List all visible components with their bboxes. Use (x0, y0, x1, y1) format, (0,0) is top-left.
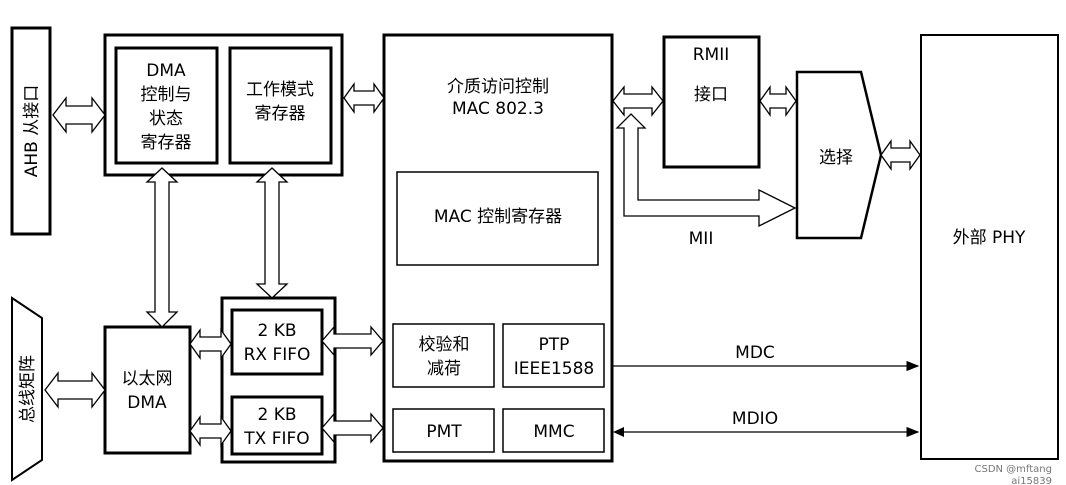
external-phy-label: 外部 PHY (953, 228, 1026, 248)
ahb-slave-label: AHB 从接口 (22, 85, 42, 177)
bus-matrix-shape (11, 296, 43, 482)
pmt-box (392, 408, 495, 453)
mode-register-box (228, 46, 333, 165)
ethernet-dma-label-1: 以太网 (122, 369, 173, 389)
mode-register-label-2: 寄存器 (255, 104, 306, 124)
pmt-label: PMT (426, 422, 462, 442)
bus-dma-arrow (44, 371, 106, 409)
checksum-label-2: 减荷 (427, 359, 461, 379)
watermark-author: CSDN @mftang (974, 464, 1052, 475)
ahb-register-arrow (52, 96, 106, 134)
tx-fifo-label-2: TX FIFO (243, 429, 309, 449)
dma-register-vertical-arrow (145, 167, 179, 328)
ptp-box (502, 323, 605, 388)
mac-title-1: 介质访问控制 (447, 77, 549, 97)
rmii-box (662, 35, 761, 169)
rmii-label-2: 接口 (694, 85, 728, 105)
ethernet-dma-box (103, 325, 192, 455)
selector-phy-arrow (880, 138, 921, 172)
mode-register-label-1: 工作模式 (246, 80, 314, 100)
rx-fifo-label-2: RX FIFO (244, 345, 311, 365)
dma-register-label-1: DMA (146, 61, 186, 81)
mac-title-2: MAC 802.3 (452, 99, 544, 119)
tx-fifo-label-1: 2 KB (257, 405, 296, 425)
mmc-box (502, 408, 605, 453)
selector-label: 选择 (819, 148, 853, 168)
selector-shape (795, 70, 883, 240)
rx-fifo-label-1: 2 KB (257, 321, 296, 341)
ahb-slave-box (10, 26, 52, 236)
rmii-label-1: RMII (693, 45, 730, 65)
mmc-label: MMC (533, 422, 574, 442)
rx-fifo-box (230, 308, 324, 376)
dma-register-label-4: 寄存器 (141, 133, 192, 153)
tx-fifo-box (230, 395, 324, 456)
external-phy-box (920, 34, 1059, 460)
watermark-id: ai15839 (1011, 476, 1052, 485)
mii-label: MII (689, 229, 714, 249)
dma-rx-fifo-arrow (189, 327, 232, 361)
mii-path-arrow (615, 113, 797, 228)
mac-control-register-box (396, 171, 599, 266)
checksum-box (392, 323, 495, 388)
mdc-label: MDC (735, 343, 775, 363)
mac-rmii-arrow (612, 85, 664, 117)
mdio-label: MDIO (732, 409, 778, 429)
ptp-label-1: PTP (539, 335, 570, 355)
dma-register-label-3: 状态 (149, 109, 183, 129)
rx-fifo-mac-arrow (321, 325, 384, 357)
ethernet-dma-label-2: DMA (127, 393, 167, 413)
bus-matrix-label: 总线矩阵 (18, 355, 38, 423)
dma-register-box (114, 46, 219, 165)
dma-tx-fifo-arrow (189, 414, 232, 448)
tx-fifo-mac-arrow (321, 412, 384, 444)
checksum-label-1: 校验和 (419, 335, 470, 355)
rmii-selector-arrow (759, 84, 797, 118)
register-mac-arrow (343, 81, 385, 115)
mdio-left-arrowhead (613, 427, 624, 437)
ptp-label-2: IEEE1588 (514, 359, 595, 379)
mode-register-vertical-arrow (255, 167, 289, 299)
mac-control-register-label: MAC 控制寄存器 (434, 207, 562, 227)
dma-register-label-2: 控制与 (141, 85, 192, 105)
